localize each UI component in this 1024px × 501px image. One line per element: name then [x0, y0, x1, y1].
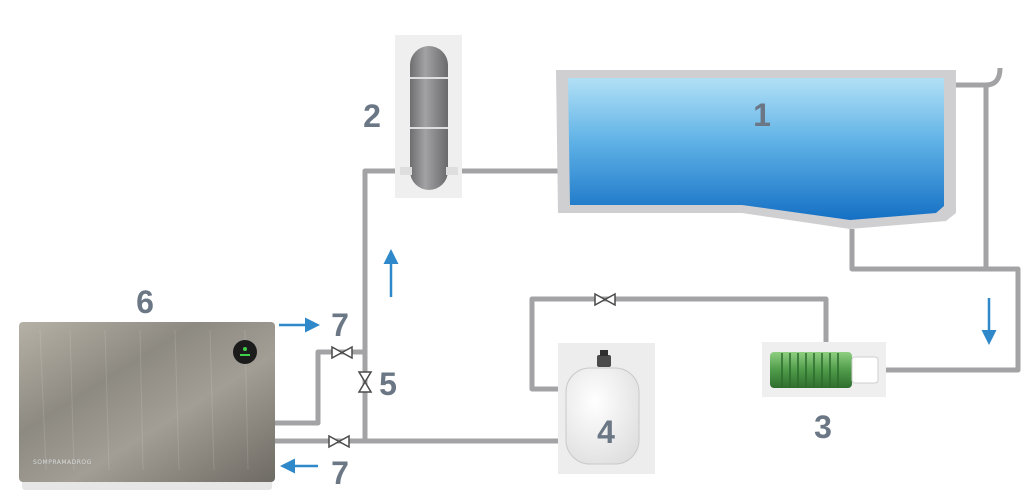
expansion-tank-valve: [597, 355, 611, 367]
flow-arrows: [279, 249, 997, 474]
label-pool: 1: [753, 97, 771, 133]
heat-pump-body: [19, 322, 275, 482]
pipe-to-heat-exchanger: [884, 266, 1021, 373]
pool-water: [568, 78, 944, 220]
expansion-tank: 4: [558, 343, 655, 474]
outlet-valve-icon[interactable]: [331, 345, 353, 360]
pipe-overflow-vent: [985, 67, 1003, 88]
bypass-valve-icon[interactable]: [357, 371, 373, 393]
label-outlet-valve: 7: [331, 307, 349, 343]
label-inlet-valve: 7: [331, 455, 349, 491]
filter-body: [410, 46, 448, 190]
control-panel-icon[interactable]: [233, 340, 257, 364]
heat-exchanger-cap: [851, 356, 879, 384]
heat-exchanger-ribs: [781, 353, 839, 387]
heat-pump-base: [22, 480, 272, 490]
pipe-heatpump-outlet: [274, 349, 365, 426]
label-heat-pump: 6: [136, 284, 154, 320]
label-bypass-valve: 5: [379, 366, 397, 402]
valve-icon[interactable]: [331, 345, 353, 360]
expansion-tank-valve-top: [600, 350, 608, 356]
valve-icon[interactable]: [328, 434, 350, 449]
heat-pump-brand-text: SOMPRAMADROG: [33, 459, 92, 466]
filter-fitting: [400, 167, 412, 175]
label-expansion-tank: 4: [597, 414, 615, 450]
label-heat-exchanger: 3: [814, 409, 832, 445]
pipe-network: [274, 67, 1021, 444]
expansion-tank-body: [565, 367, 640, 465]
pool: 1: [556, 70, 956, 229]
control-panel-led: [243, 347, 247, 351]
filter-fitting: [446, 167, 458, 175]
pipe-exchanger-loop: [529, 296, 829, 392]
heat-exchanger: 3: [762, 342, 886, 445]
valve-icon[interactable]: [357, 371, 373, 393]
heat-pump: SOMPRAMADROG 6: [19, 284, 275, 490]
control-panel-led: [240, 354, 250, 356]
label-filter: 2: [363, 98, 381, 134]
valve-icon[interactable]: [594, 292, 616, 307]
filter: 2: [363, 35, 462, 198]
loop-valve-icon[interactable]: [594, 292, 616, 307]
inlet-valve-icon[interactable]: [328, 434, 350, 449]
